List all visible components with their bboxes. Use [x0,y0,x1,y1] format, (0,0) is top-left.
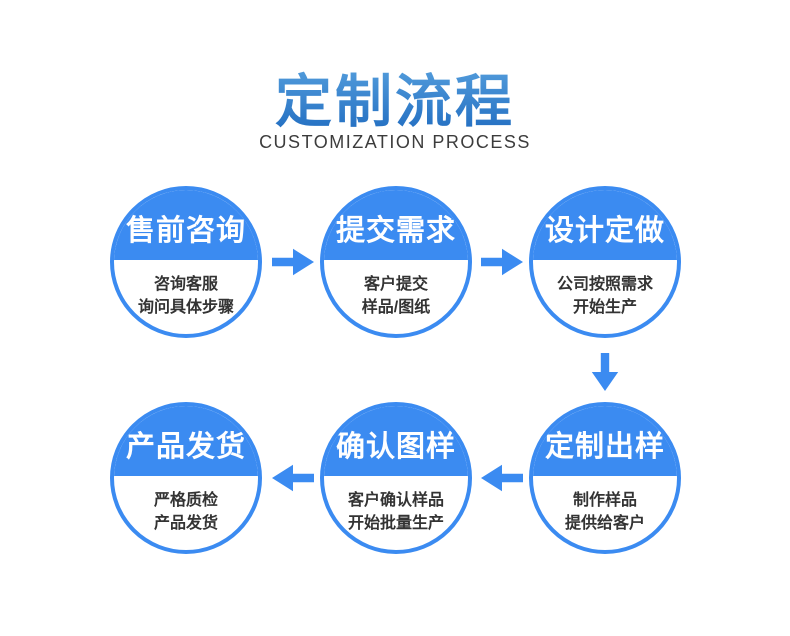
step-circle-submit-requirements: 提交需求 客户提交 样品/图纸 [320,186,472,338]
arrow-down-icon [591,353,619,391]
page-title: 定制流程 [0,56,790,138]
step-circle-design-customize: 设计定做 公司按照需求 开始生产 [529,186,681,338]
step-desc-line2: 提供给客户 [564,515,645,532]
arrow-left-icon [272,464,314,492]
step-title: 定制出样 [533,406,677,476]
page-subtitle: CUSTOMIZATION PROCESS [259,132,531,152]
step-title: 提交需求 [324,190,468,260]
step-circle-confirm-sample: 确认图样 客户确认样品 开始批量生产 [320,402,472,554]
step-description: 客户提交 样品/图纸 [324,260,468,319]
step-title: 确认图样 [324,406,468,476]
step-desc-line1: 制作样品 [572,492,637,509]
step-description: 公司按照需求 开始生产 [533,260,677,319]
step-desc-line2: 开始生产 [572,299,637,316]
step-desc-line2: 开始批量生产 [347,515,444,532]
step-circle-presales-consult: 售前咨询 咨询客服 询问具体步骤 [110,186,262,338]
step-desc-line1: 公司按照需求 [556,276,653,293]
arrow-left-icon [481,464,523,492]
step-circle-product-shipping: 产品发货 严格质检 产品发货 [110,402,262,554]
step-desc-line1: 严格质检 [153,492,218,509]
step-desc-line2: 样品/图纸 [361,299,431,316]
step-title: 售前咨询 [114,190,258,260]
step-desc-line1: 客户提交 [363,276,428,293]
step-title: 产品发货 [114,406,258,476]
step-desc-line1: 客户确认样品 [347,492,444,509]
step-title: 设计定做 [533,190,677,260]
step-description: 制作样品 提供给客户 [533,476,677,535]
step-circle-custom-sample: 定制出样 制作样品 提供给客户 [529,402,681,554]
arrow-right-icon [481,248,523,276]
step-desc-line2: 询问具体步骤 [137,299,234,316]
arrow-right-icon [272,248,314,276]
step-description: 咨询客服 询问具体步骤 [114,260,258,319]
step-desc-line2: 产品发货 [153,515,218,532]
step-desc-line1: 咨询客服 [153,276,218,293]
step-description: 客户确认样品 开始批量生产 [324,476,468,535]
step-description: 严格质检 产品发货 [114,476,258,535]
